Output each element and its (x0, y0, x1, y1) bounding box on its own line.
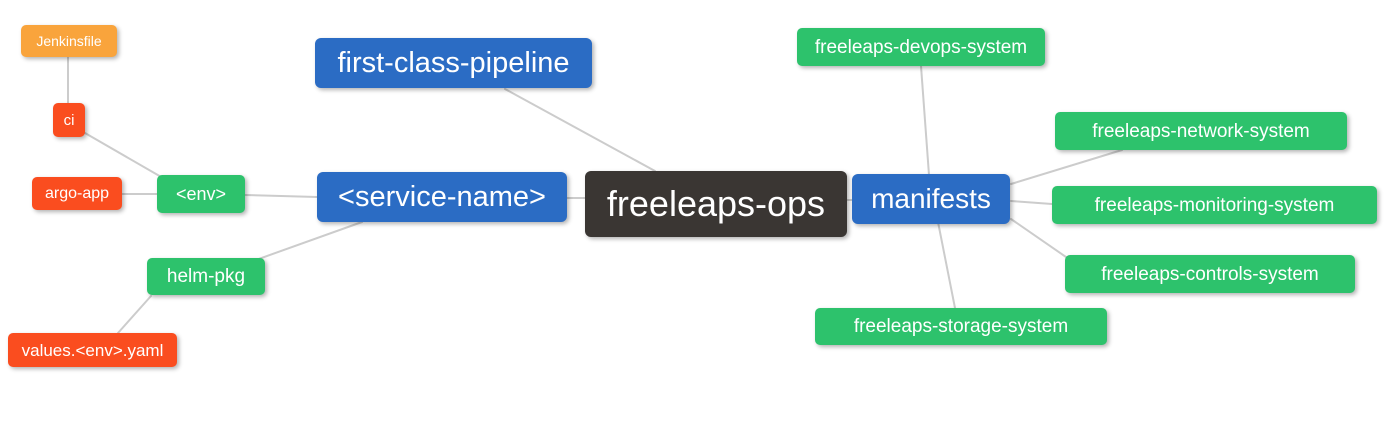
node-env[interactable]: <env> (157, 175, 245, 213)
edge-manifests-monitoring-system (1010, 200, 1053, 205)
edge-manifests-controls-system (1010, 218, 1067, 258)
node-values-env-yaml[interactable]: values.<env>.yaml (8, 333, 177, 367)
node-argo-app[interactable]: argo-app (32, 177, 122, 210)
edge-env-service-name (244, 194, 318, 198)
node-manifests[interactable]: manifests (852, 174, 1010, 224)
node-storage-system[interactable]: freeleaps-storage-system (815, 308, 1107, 345)
edge-manifests-storage-system (937, 221, 956, 309)
edge-manifests-network-system (1010, 149, 1123, 185)
node-jenkinsfile[interactable]: Jenkinsfile (21, 25, 117, 57)
node-devops-system[interactable]: freeleaps-devops-system (797, 28, 1045, 66)
edge-helm-pkg-service-name (252, 221, 363, 262)
edge-ci-env (84, 132, 164, 179)
node-helm-pkg[interactable]: helm-pkg (147, 258, 265, 295)
edge-manifests-devops-system (920, 65, 930, 176)
edge-values-helm-pkg (117, 295, 152, 334)
edge-pipeline-freeleaps-ops (504, 88, 656, 172)
node-controls-system[interactable]: freeleaps-controls-system (1065, 255, 1355, 293)
node-service-name[interactable]: <service-name> (317, 172, 567, 222)
node-freeleaps-ops[interactable]: freeleaps-ops (585, 171, 847, 237)
node-network-system[interactable]: freeleaps-network-system (1055, 112, 1347, 150)
node-monitoring-system[interactable]: freeleaps-monitoring-system (1052, 186, 1377, 224)
node-first-class-pipeline[interactable]: first-class-pipeline (315, 38, 592, 88)
node-ci[interactable]: ci (53, 103, 85, 137)
